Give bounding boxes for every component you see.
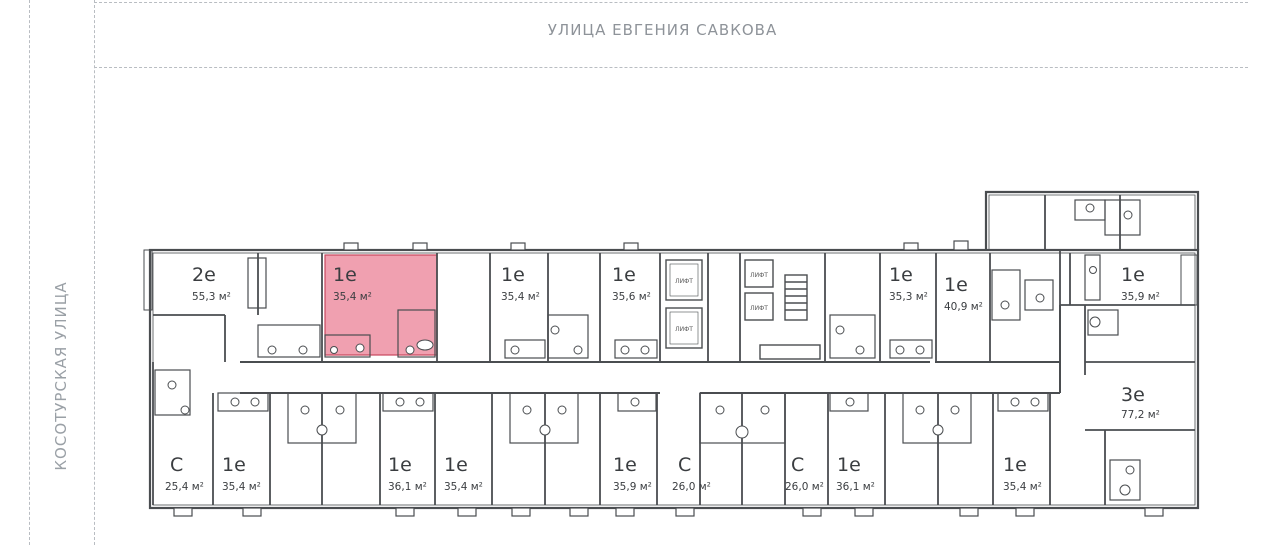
apartment-highlight[interactable] [324,254,438,356]
apartment-type: 1e [1121,264,1145,286]
apartment-type: С [678,454,691,476]
apartment-area: 35,4 м² [222,481,261,493]
window-bays [173,240,1164,517]
apartment-area: 36,1 м² [836,481,875,493]
apartment-1e-40-9[interactable]: 1e 40,9 м² [944,274,983,313]
apartment-type: С [791,454,804,476]
apartment-1e-35-3[interactable]: 1e 35,3 м² [889,264,928,303]
sanitary-fixtures [167,203,1135,496]
street-boundary-bottom [94,67,1248,68]
apartment-area: 35,3 м² [889,291,928,303]
apartment-c-26-0-b[interactable]: С 26,0 м² [785,454,824,493]
apartment-area: 35,4 м² [1003,481,1042,493]
lift-label-3: ЛИФТ [750,272,768,279]
apartment-c-25-4[interactable]: С 25,4 м² [165,454,204,493]
apartment-area: 35,4 м² [333,291,372,303]
apartment-area: 26,0 м² [785,481,824,493]
apartment-area: 35,9 м² [613,481,652,493]
apartment-1e-35-4-c[interactable]: 1e 35,4 м² [222,454,261,493]
apartment-area: 26,0 м² [672,481,711,493]
apartment-area: 77,2 м² [1121,409,1160,421]
apartment-type: 2e [192,264,216,286]
apartment-1e-36-1-a[interactable]: 1e 36,1 м² [388,454,427,493]
lift-labels: ЛИФТ ЛИФТ ЛИФТ ЛИФТ [675,272,768,333]
apartment-1e-35-4-b[interactable]: 1e 35,4 м² [501,264,540,303]
apartment-type: 1e [612,264,636,286]
apartment-area: 40,9 м² [944,301,983,313]
bathroom-blocks-top [247,199,1141,359]
apartment-type: С [170,454,183,476]
apartment-type: 1e [837,454,861,476]
lift-label-2: ЛИФТ [675,326,693,333]
lift-label-4: ЛИФТ [750,305,768,312]
bathroom-blocks-bottom [154,369,1141,501]
apartment-1e-35-4-e[interactable]: 1e 35,4 м² [1003,454,1042,493]
apartment-1e-36-1-b[interactable]: 1e 36,1 м² [836,454,875,493]
apartment-1e-35-4-selected[interactable]: 1e 35,4 м² [333,264,372,303]
apartment-1e-35-6[interactable]: 1e 35,6 м² [612,264,651,303]
apartment-type: 1e [1003,454,1027,476]
apartment-area: 25,4 м² [165,481,204,493]
street-boundary-left-outer [29,0,30,545]
apartment-type: 1e [444,454,468,476]
stair-lift-core [665,259,821,360]
apartment-2e-55-3[interactable]: 2e 55,3 м² [192,264,231,303]
apartment-3e-77-2[interactable]: 3e 77,2 м² [1121,384,1160,421]
apartment-type: 1e [944,274,968,296]
apartment-type: 1e [388,454,412,476]
apartment-1e-35-9-bottom[interactable]: 1e 35,9 м² [613,454,652,493]
apartment-1e-35-9-top[interactable]: 1e 35,9 м² [1121,264,1160,303]
lift-label-1: ЛИФТ [675,278,693,285]
apartment-area: 35,4 м² [501,291,540,303]
apartment-1e-35-4-d[interactable]: 1e 35,4 м² [444,454,483,493]
street-boundary-left-inner [94,0,95,545]
street-boundary-top [94,2,1248,3]
apartment-area: 55,3 м² [192,291,231,303]
apartment-type: 3e [1121,384,1145,406]
apartment-area: 35,6 м² [612,291,651,303]
bottom-row-partitions [152,362,1195,505]
apartment-type: 1e [889,264,913,286]
top-row-partitions [153,195,1195,375]
apartment-labels: 2e 55,3 м² 1e 35,4 м² 1e 35,4 м² 1e 35,6… [165,264,1160,493]
apartment-area: 35,9 м² [1121,291,1160,303]
apartment-area: 36,1 м² [388,481,427,493]
apartment-type: 1e [613,454,637,476]
apartment-type: 1e [222,454,246,476]
apartment-type: 1e [333,264,357,286]
apartment-area: 35,4 м² [444,481,483,493]
street-label-top: УЛИЦА ЕВГЕНИЯ САВКОВА [547,21,778,39]
apartment-c-26-0-a[interactable]: С 26,0 м² [672,454,711,493]
apartment-type: 1e [501,264,525,286]
